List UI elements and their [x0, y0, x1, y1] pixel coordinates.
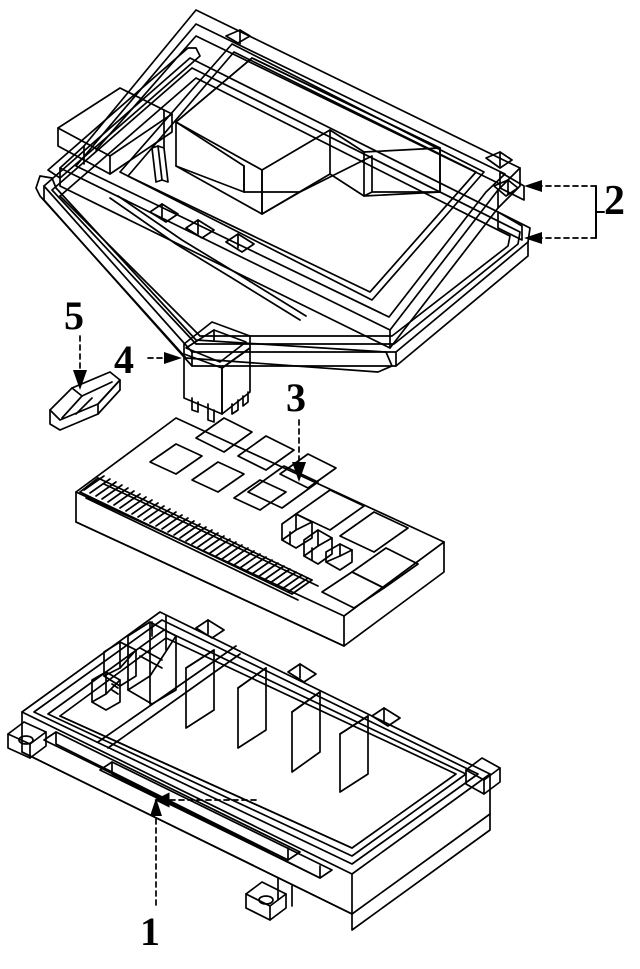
part-cover [35, 9, 531, 373]
leader-4 [147, 352, 182, 364]
part-lower-housing [7, 611, 501, 931]
part-clip [49, 371, 121, 431]
leader-3 [292, 419, 306, 482]
leader-5 [73, 335, 87, 390]
leader-1-line [150, 798, 162, 906]
callout-number-1: 1 [140, 909, 160, 954]
callout-number-3: 3 [286, 375, 306, 420]
part-relay [183, 321, 251, 423]
callout-number-5: 5 [64, 293, 84, 338]
callout-number-4: 4 [114, 337, 134, 382]
callout-number-2: 2 [604, 178, 625, 224]
part-fuse-relay-panel [75, 417, 445, 647]
leader-2 [524, 180, 605, 244]
